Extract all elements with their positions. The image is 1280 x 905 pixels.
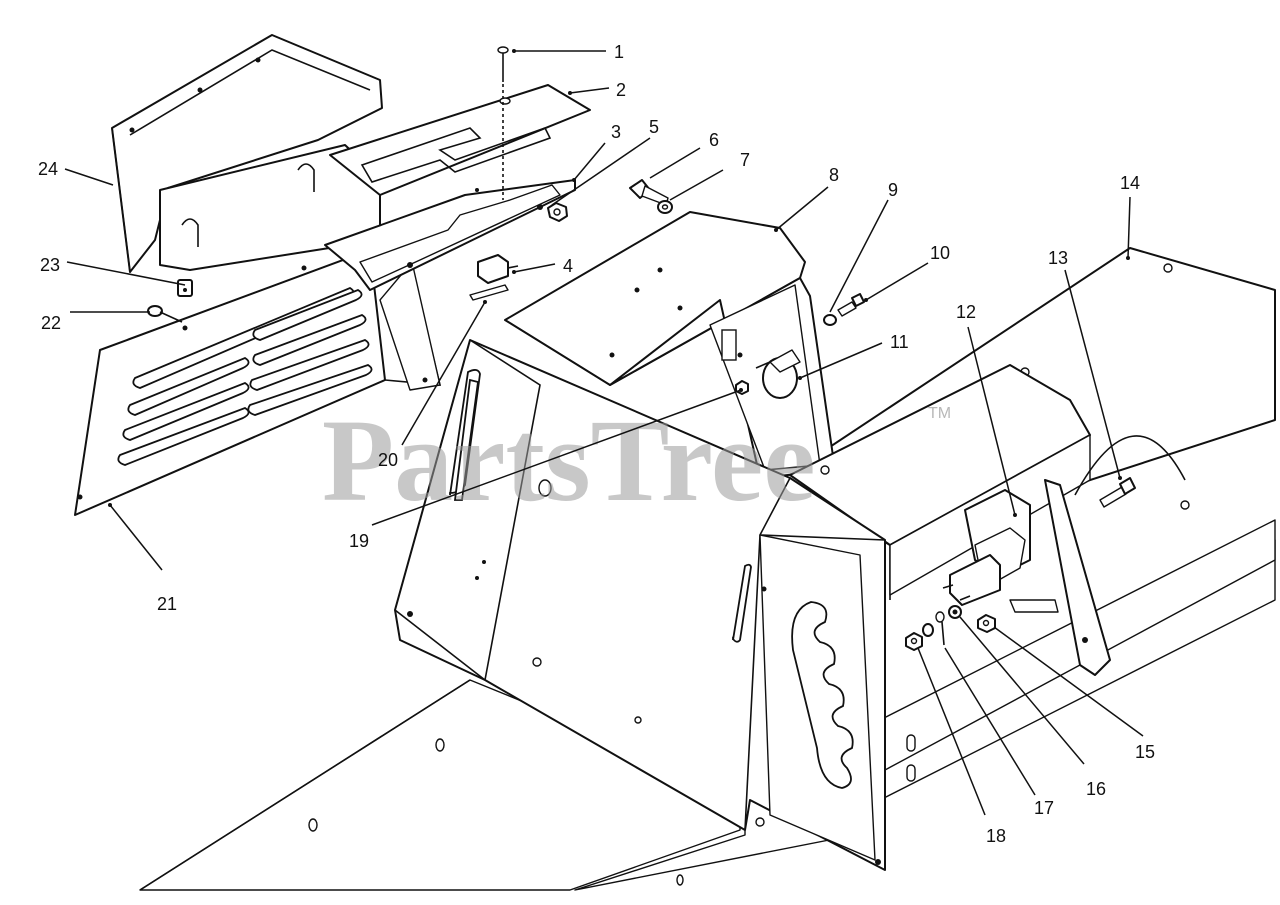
shift-plate-part-2 [329,84,591,196]
callout-19: 19 [349,531,369,551]
rear-shroud-part-24 [111,34,383,273]
partstree-watermark: PartsTree TM [322,395,951,526]
washer-part-9 [823,314,837,326]
callout-5: 5 [649,117,659,137]
callout-3: 3 [611,122,621,142]
callout-12: 12 [956,302,976,322]
watermark-text: PartsTree [322,395,816,526]
washer-part-7 [657,200,673,214]
callout-4: 4 [563,256,573,276]
callout-21: 21 [157,594,177,614]
callout-24: 24 [38,159,58,179]
callout-1: 1 [614,42,624,62]
screw-part-22 [147,305,183,323]
nut-part-5 [547,202,568,222]
callout-labels: 1 2 3 4 5 6 7 8 9 10 11 12 13 14 15 16 1… [38,42,1155,846]
callout-11: 11 [890,332,909,352]
bolt-part-10 [837,293,865,317]
callout-15: 15 [1135,742,1155,762]
louvered-grille-panel-part-21 [74,249,442,516]
lockwasher-part-16 [948,605,962,619]
callout-22: 22 [41,313,61,333]
grille-louvers [117,286,373,466]
shift-guide-bracket-part-3 [324,179,576,291]
switch-part-4 [469,254,519,301]
lockwasher-part-17b [922,623,934,637]
callout-9: 9 [888,180,898,200]
screw-part-1 [497,46,509,200]
callout-2: 2 [616,80,626,100]
nut-part-15 [977,614,996,633]
callout-leaders [64,49,1144,816]
clip-part-23 [177,279,193,297]
nut-part-18 [905,632,923,651]
callout-8: 8 [829,165,839,185]
callout-13: 13 [1048,248,1068,268]
callout-18: 18 [986,826,1006,846]
callout-23: 23 [40,255,60,275]
callout-14: 14 [1120,173,1140,193]
callout-17: 17 [1034,798,1054,818]
callout-20: 20 [378,450,398,470]
callout-7: 7 [740,150,750,170]
callout-6: 6 [709,130,719,150]
callout-10: 10 [930,243,950,263]
bolt-part-13 [1074,435,1186,508]
knob-part-11 [755,349,801,399]
callout-16: 16 [1086,779,1106,799]
terminal-part-17 [935,611,945,646]
watermark-trademark: TM [928,405,951,422]
nut-part-19 [735,380,749,395]
